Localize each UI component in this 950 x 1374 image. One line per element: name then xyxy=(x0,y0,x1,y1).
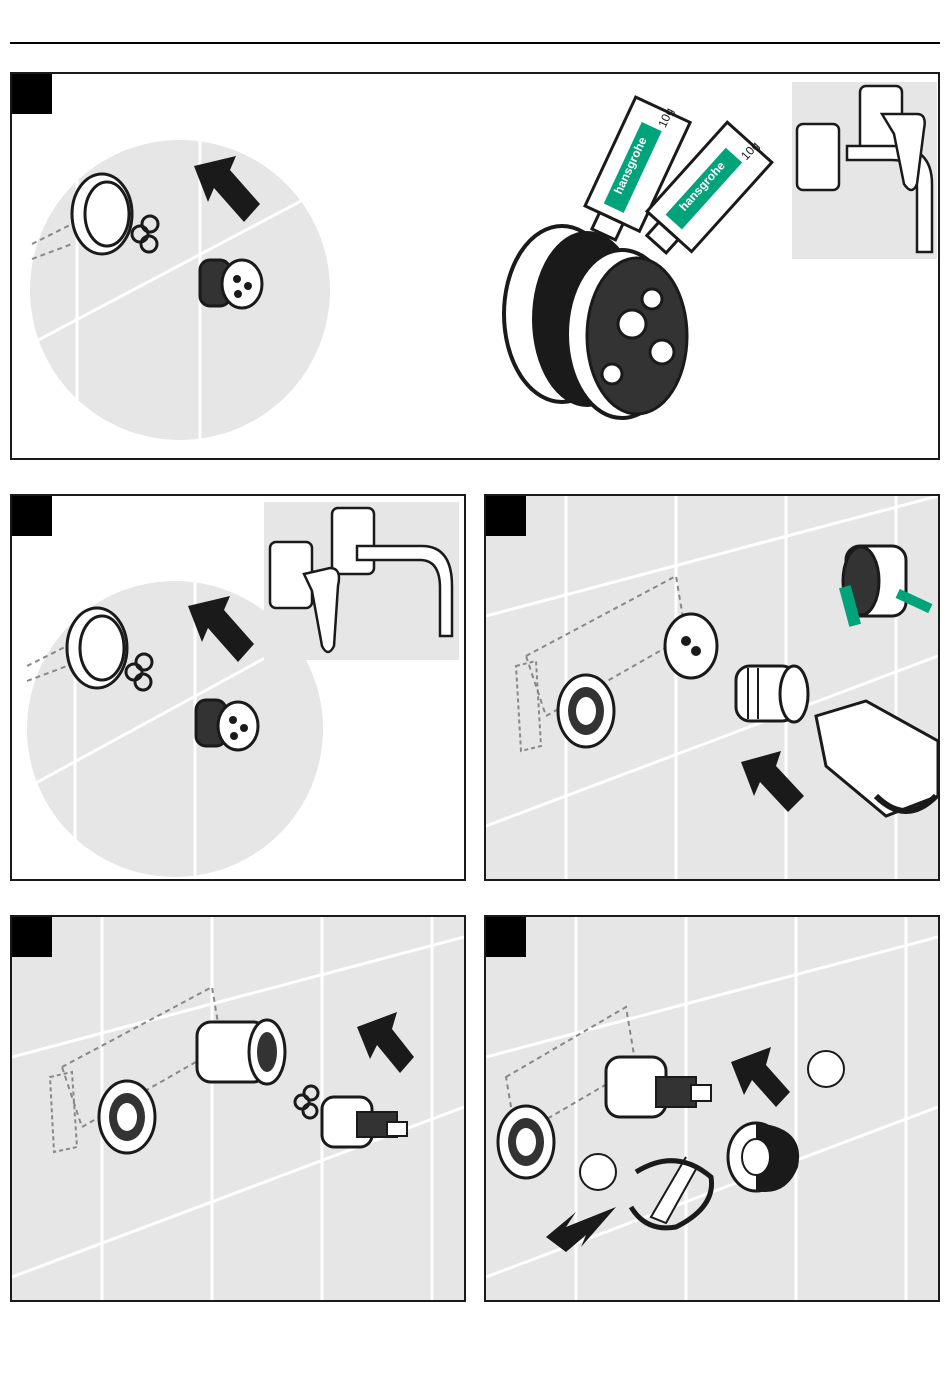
direction-arrow xyxy=(357,1012,414,1073)
cover-sleeve xyxy=(728,1123,799,1192)
cartridge-large xyxy=(504,226,687,418)
valve-seat xyxy=(665,614,717,678)
step-badge xyxy=(486,917,526,957)
threaded-sleeve xyxy=(736,666,808,722)
panel-4-illustration xyxy=(12,917,464,1300)
valve-outlet xyxy=(99,1081,155,1153)
step-badge xyxy=(12,74,52,114)
panel-1-illustration: hansgrohe 10g hansgrohe 10g xyxy=(12,74,938,458)
grease-detail xyxy=(839,546,932,627)
direction-arrow-out xyxy=(546,1207,616,1252)
callout-circle-top xyxy=(808,1051,844,1087)
direction-arrow xyxy=(731,1047,790,1107)
panel-step-2 xyxy=(10,494,466,881)
cartridge xyxy=(200,260,262,308)
product-inset xyxy=(264,502,459,660)
o-rings xyxy=(295,1086,318,1118)
cartridge xyxy=(322,1097,407,1147)
panel-step-4 xyxy=(10,915,466,1302)
wrench xyxy=(816,701,938,816)
direction-arrow xyxy=(741,751,804,812)
step-badge xyxy=(12,917,52,957)
panel-5-illustration xyxy=(486,917,938,1300)
valve-body-ring xyxy=(72,174,132,254)
panel-2-illustration xyxy=(12,496,464,879)
wall-tiles xyxy=(12,917,464,1300)
valve-body-with-cartridge xyxy=(606,1057,711,1117)
valve-outlet xyxy=(498,1106,554,1178)
step-badge xyxy=(486,496,526,536)
cartridge xyxy=(196,700,258,750)
panel-step-3 xyxy=(484,494,940,881)
valve-body-ring xyxy=(67,608,127,688)
panel-step-1: hansgrohe 10g hansgrohe 10g xyxy=(10,72,940,460)
step-badge xyxy=(12,496,52,536)
panel-step-5 xyxy=(484,915,940,1302)
threaded-sleeve xyxy=(197,1020,285,1084)
panel-3-illustration xyxy=(486,496,938,879)
product-inset xyxy=(792,82,937,259)
zoom-circle xyxy=(30,140,330,440)
top-rule xyxy=(10,42,940,44)
valve-outlet xyxy=(558,675,614,747)
callout-circle-bottom xyxy=(580,1154,616,1190)
